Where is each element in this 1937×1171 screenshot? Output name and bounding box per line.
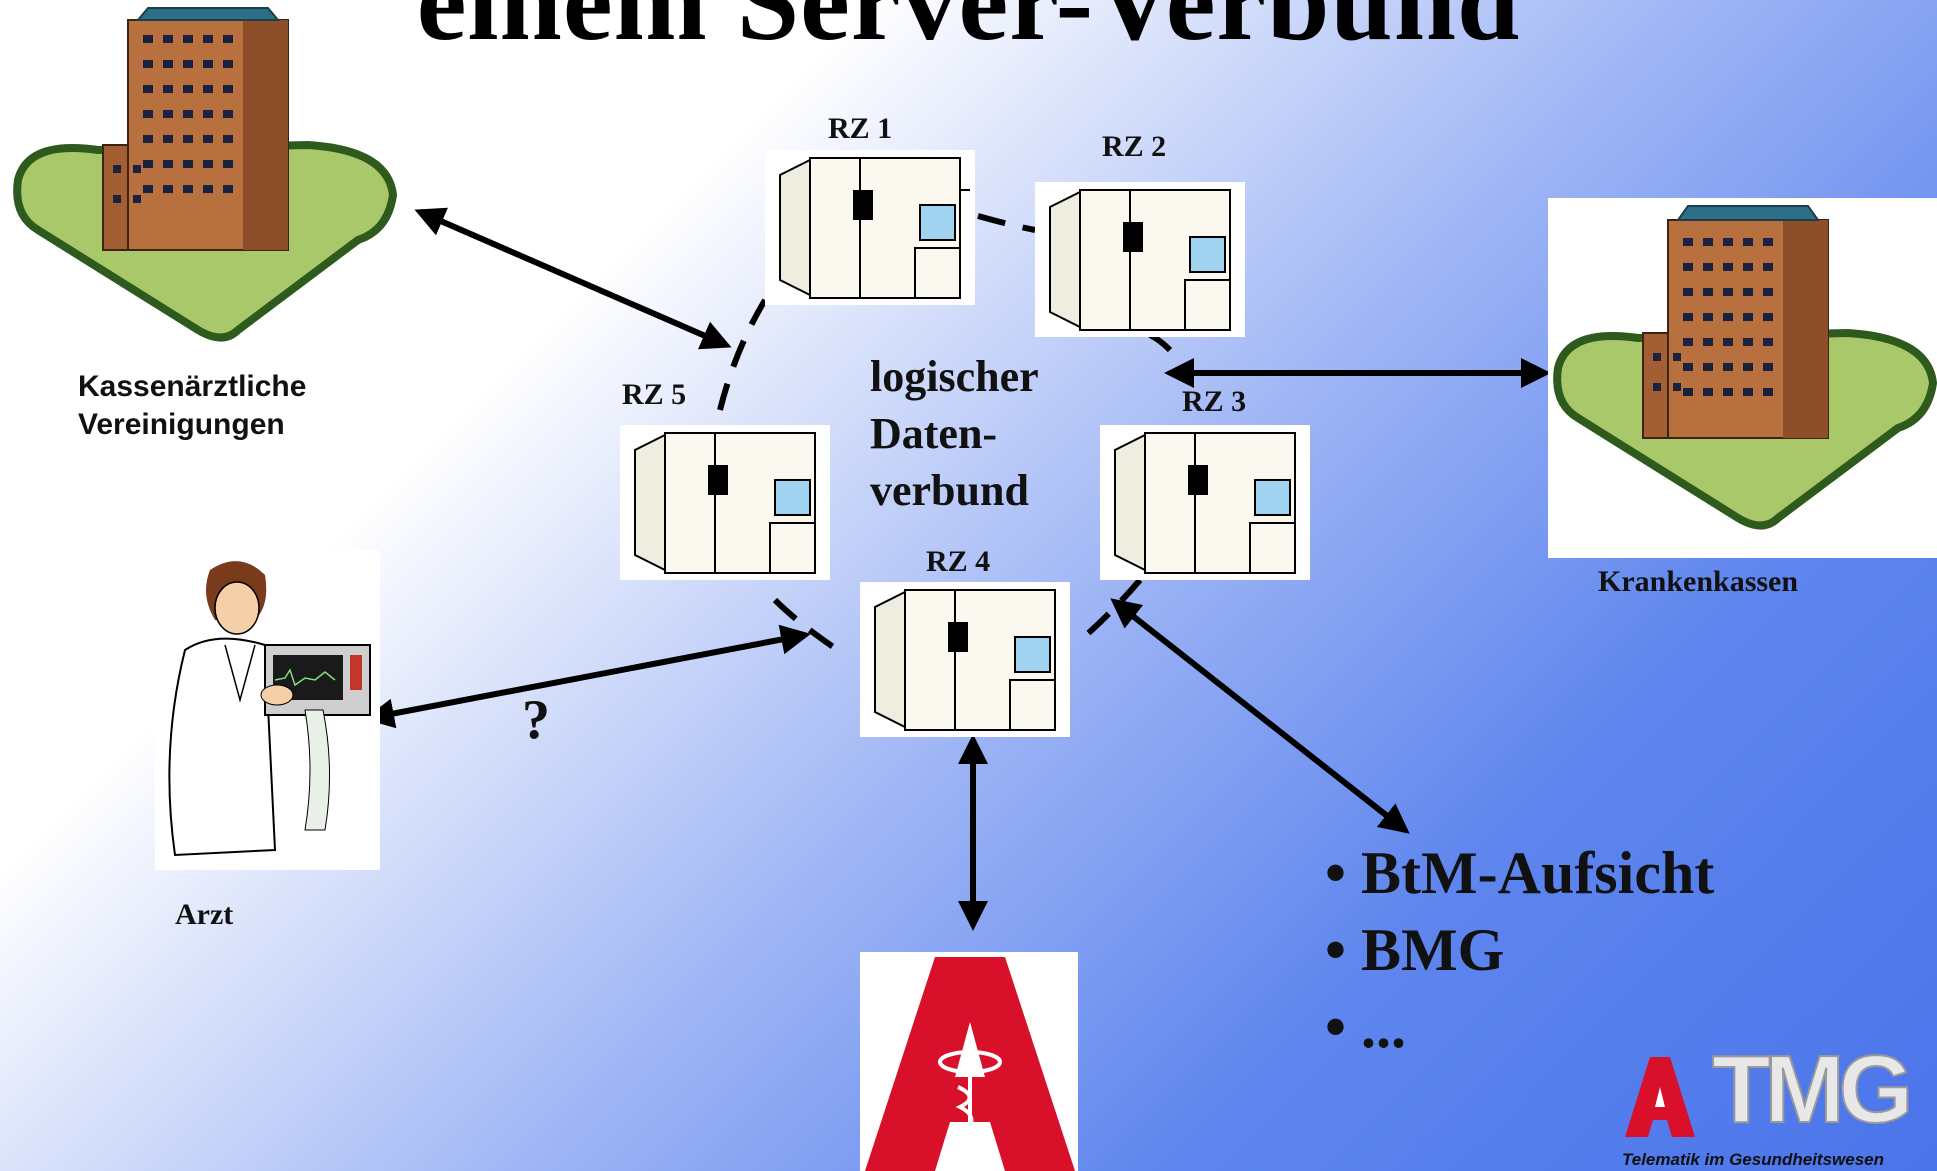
tmg-wordmark: TMG <box>1711 1036 1914 1143</box>
label-rz5: RZ 5 <box>622 378 687 411</box>
center-label-line3: verbund <box>870 466 1029 515</box>
ring-segment-rz3-rz4 <box>1073 578 1143 648</box>
arrow-behoerden-datenverbund <box>1110 598 1410 834</box>
kv-label-line2: Vereinigungen <box>78 408 285 441</box>
server-icon <box>620 425 830 580</box>
center-label-line1: logischer <box>870 352 1039 401</box>
ring-segment-rz1-rz5 <box>717 298 768 411</box>
label-rz4: RZ 4 <box>926 545 991 578</box>
center-label-line2: Daten- <box>870 409 998 458</box>
center-label: logischer Daten- verbund <box>870 348 1039 519</box>
ring-segment-rz1-rz2 <box>977 213 1036 233</box>
tmg-caption: Telematik im Gesundheitswesen <box>1622 1150 1885 1169</box>
page-title: einem Server-Verbund <box>416 0 1521 64</box>
label-rz2: RZ 2 <box>1102 130 1167 163</box>
krankenkassen-label: Krankenkassen <box>1598 565 1799 598</box>
bullet-item-bmg: • BMG <box>1325 917 1505 983</box>
bullet-item-more: • ... <box>1325 994 1407 1060</box>
office-building-icon <box>8 0 398 365</box>
server-icon <box>1035 182 1245 337</box>
office-building-icon <box>1548 198 1937 558</box>
arrow-kv-datenverbund <box>414 207 732 350</box>
kv-label-line1: Kassenärztliche <box>78 370 307 403</box>
label-rz3: RZ 3 <box>1182 385 1247 418</box>
server-icon <box>860 582 1070 737</box>
tmg-logo <box>1625 1057 1695 1137</box>
arzt-label: Arzt <box>175 898 234 931</box>
bullet-list: • BtM-Aufsicht • BMG • ... <box>1325 835 1714 1066</box>
doctor-icon <box>155 550 380 870</box>
ring-segment-rz5-rz4 <box>772 597 847 658</box>
server-icon <box>1100 425 1310 580</box>
kv-label: Kassenärztliche Vereinigungen <box>78 368 306 444</box>
label-rz1: RZ 1 <box>828 112 893 145</box>
dashed-ring <box>717 213 1173 658</box>
pharmacy-a-icon <box>860 952 1078 1171</box>
question-mark: ? <box>522 689 550 751</box>
bullet-item-btm: • BtM-Aufsicht <box>1325 840 1715 906</box>
server-icon <box>765 150 975 305</box>
arrow-arzt-datenverbund <box>364 624 811 729</box>
ring-segment-rz2-rz3 <box>1148 332 1173 353</box>
